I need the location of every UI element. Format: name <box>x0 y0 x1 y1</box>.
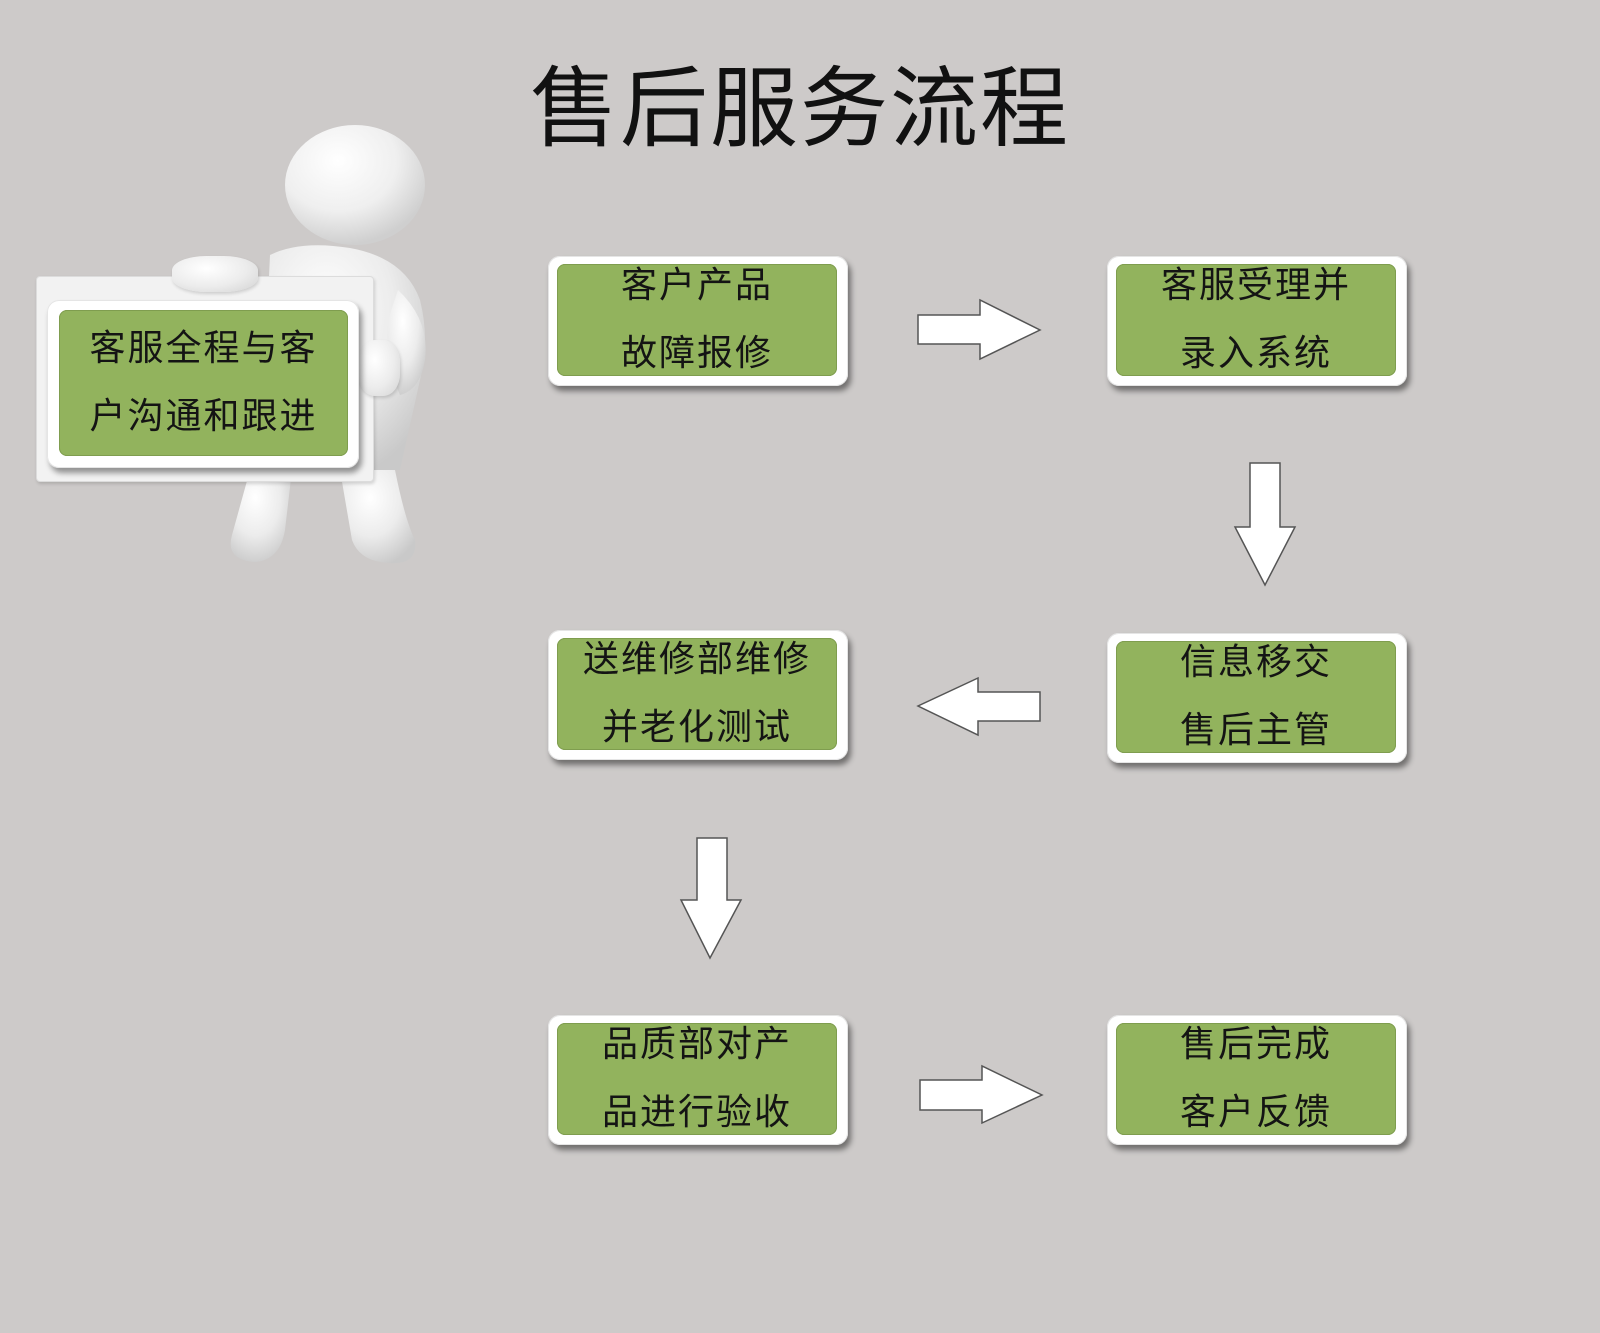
thumb-icon <box>358 340 400 396</box>
step-box-feedback: 售后完成 客户反馈 <box>1107 1015 1407 1145</box>
step-line: 并老化测试 <box>601 707 792 748</box>
step-line: 送维修部维修 <box>582 639 811 680</box>
step-box-inspection: 品质部对产 品进行验收 <box>548 1015 848 1145</box>
step-box-repair: 送维修部维修 并老化测试 <box>548 630 848 760</box>
arrow-left-icon <box>916 676 1041 737</box>
step-box-inner: 售后完成 客户反馈 <box>1116 1023 1396 1135</box>
step-box-inner: 客服受理并 录入系统 <box>1116 264 1396 376</box>
step-line: 故障报修 <box>620 333 773 374</box>
step-box-register: 客服受理并 录入系统 <box>1107 256 1407 386</box>
step-line: 客户反馈 <box>1179 1092 1332 1133</box>
step-line: 品质部对产 <box>601 1024 792 1065</box>
arrow-down-icon <box>679 837 743 960</box>
arrow-right-icon <box>919 1064 1044 1125</box>
step-box-inner: 客户产品 故障报修 <box>557 264 837 376</box>
step-line: 售后主管 <box>1179 710 1332 751</box>
sign-card-inner: 客服全程与客 户沟通和跟进 <box>59 310 348 456</box>
step-line: 客服受理并 <box>1160 265 1351 306</box>
step-line: 品进行验收 <box>601 1092 792 1133</box>
step-box-inner: 品质部对产 品进行验收 <box>557 1023 837 1135</box>
step-box-report-fault: 客户产品 故障报修 <box>548 256 848 386</box>
arrow-down-icon <box>1233 462 1297 587</box>
sign-card: 客服全程与客 户沟通和跟进 <box>47 300 359 468</box>
arrow-right-icon <box>917 298 1042 361</box>
step-box-inner: 送维修部维修 并老化测试 <box>557 638 837 750</box>
step-line: 客户产品 <box>620 265 773 306</box>
step-box-inner: 信息移交 售后主管 <box>1116 641 1396 753</box>
step-box-transfer: 信息移交 售后主管 <box>1107 633 1407 763</box>
sign-line-1: 客服全程与客 <box>89 328 318 369</box>
step-line: 信息移交 <box>1179 642 1332 683</box>
sign-line-2: 户沟通和跟进 <box>89 396 318 437</box>
hand-icon <box>172 256 258 292</box>
step-line: 售后完成 <box>1179 1024 1332 1065</box>
step-line: 录入系统 <box>1179 333 1332 374</box>
page-title: 售后服务流程 <box>529 57 1070 160</box>
